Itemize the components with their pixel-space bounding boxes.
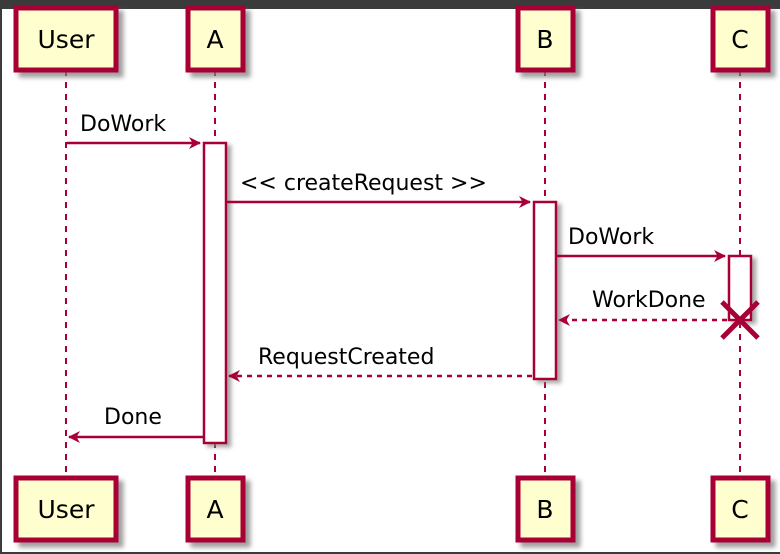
message-label-workdone-c-b: WorkDone (592, 288, 706, 313)
participant-box-user-bottom[interactable] (13, 475, 119, 543)
participant-label-c-top: C (731, 25, 748, 54)
participant-b-bottom[interactable]: B (515, 475, 576, 543)
window-title-band (0, 0, 780, 8)
participant-a-bottom[interactable]: A (185, 475, 246, 543)
participant-boxes-top: User A B C (13, 5, 771, 73)
message-label-requestcreated-b-a: RequestCreated (258, 345, 434, 370)
participant-label-b-top: B (536, 25, 553, 54)
participant-box-a-top[interactable] (185, 5, 246, 73)
activation-b (532, 200, 558, 381)
participant-box-a-bottom[interactable] (185, 475, 246, 543)
message-label-createrequest-a-b: << createRequest >> (240, 171, 487, 196)
participant-box-user-top[interactable] (13, 5, 119, 73)
participant-boxes-bottom: User A B C (13, 475, 771, 543)
activation-a (202, 141, 228, 445)
participant-b-top[interactable]: B (515, 5, 576, 73)
diagram-frame (0, 8, 780, 554)
message-label-done-a-user: Done (104, 405, 162, 430)
participant-box-c-top[interactable] (710, 5, 771, 73)
message-label-dowork-b-c: DoWork (568, 225, 654, 250)
destroy-marker-c (720, 300, 760, 340)
participant-c-bottom[interactable]: C (710, 475, 771, 543)
participant-label-user-bottom: User (38, 495, 96, 524)
participant-label-user-top: User (38, 25, 96, 54)
message-label-dowork-user-a: DoWork (80, 112, 166, 137)
participant-user-top[interactable]: User (13, 5, 119, 73)
participant-label-a-bottom: A (206, 495, 223, 524)
lifelines-group (65, 70, 741, 486)
participant-label-c-bottom: C (731, 495, 748, 524)
participant-c-top[interactable]: C (710, 5, 771, 73)
participant-box-b-top[interactable] (515, 5, 576, 73)
participant-user-bottom[interactable]: User (13, 475, 119, 543)
participant-box-c-bottom[interactable] (710, 475, 771, 543)
destroy-x-stroke-2 (720, 300, 760, 340)
participant-label-b-bottom: B (536, 495, 553, 524)
messages-group: DoWork << createRequest >> DoWork WorkDo… (67, 112, 727, 443)
participant-box-b-bottom[interactable] (515, 475, 576, 543)
activations-group (202, 141, 753, 445)
participant-a-top[interactable]: A (185, 5, 246, 73)
participant-label-a-top: A (206, 25, 223, 54)
